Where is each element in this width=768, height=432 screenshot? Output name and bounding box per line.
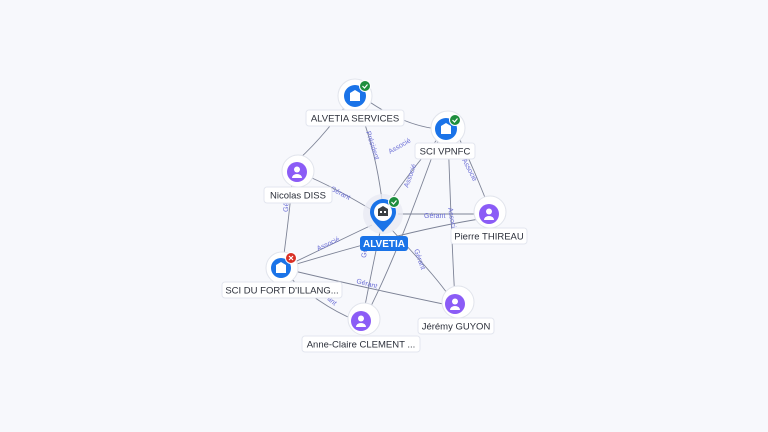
label-box <box>450 227 528 245</box>
person-body <box>484 216 494 220</box>
person-body <box>356 323 366 327</box>
node-nicolas-diss[interactable]: Nicolas DISS <box>263 154 333 204</box>
building-icon <box>276 262 286 273</box>
node-label-alvetia-services: ALVETIA SERVICES <box>311 114 399 125</box>
active-badge-icon <box>388 196 400 208</box>
node-label-sci-vpnfc: SCI VPNFC <box>420 147 471 158</box>
edge-label-president: Président <box>364 130 380 160</box>
center-label-box <box>360 236 408 251</box>
person-head <box>294 166 300 173</box>
edge-label-associe-2: Associé <box>403 163 418 189</box>
node-label-anne-claire: Anne-Claire CLEMENT ... <box>307 340 416 351</box>
check-icon <box>452 118 458 123</box>
node-label-alvetia: ALVETIA <box>363 239 405 250</box>
active-badge-icon <box>449 114 461 126</box>
building-icon <box>378 206 388 216</box>
edge-label-associe-3: Associé <box>460 158 478 183</box>
node-sci-du-fort[interactable]: SCI DU FORT D'ILLANG... <box>221 251 343 299</box>
node-alvetia-services[interactable]: ALVETIA SERVICES <box>305 78 405 127</box>
edge-nicolas-services <box>297 99 351 161</box>
edge-label-associe-4: Associé <box>446 207 457 232</box>
person-head <box>486 208 492 215</box>
edge-label-gerant-5: Gérant <box>412 248 426 271</box>
building-icon <box>350 90 360 101</box>
label-box <box>301 335 421 353</box>
node-sci-vpnfc[interactable]: SCI VPNFC <box>414 110 476 160</box>
close-icon <box>288 255 294 261</box>
person-body <box>292 174 302 178</box>
check-icon <box>391 200 397 205</box>
edge-label-gerant-6: Gérant <box>355 278 378 290</box>
person-head <box>452 298 458 305</box>
edge-jeremy-sci-fort <box>289 269 449 306</box>
label-box <box>221 281 343 299</box>
edge-label-associe-5: Associé <box>316 236 341 253</box>
building-icon <box>441 123 451 134</box>
person-head <box>358 315 364 322</box>
label-box <box>417 317 495 335</box>
edge-label-gerant-2: Gérant <box>424 213 445 220</box>
label-box <box>263 186 333 204</box>
node-label-pierre: Pierre THIREAU <box>454 232 524 243</box>
active-badge-icon <box>359 80 371 92</box>
node-alvetia-center[interactable]: ALVETIA <box>360 194 408 251</box>
label-box <box>305 109 405 127</box>
node-label-sci-fort: SCI DU FORT D'ILLANG... <box>225 286 338 297</box>
person-body <box>450 306 460 310</box>
label-box <box>414 142 476 160</box>
node-label-jeremy: Jérémy GUYON <box>422 322 491 333</box>
node-anne-claire-clement[interactable]: Anne-Claire CLEMENT ... <box>301 302 421 353</box>
check-icon <box>362 84 368 89</box>
edge-label-associe-1: Associé <box>388 137 413 155</box>
edge-labels: Président Associé Gérant Associé Associé… <box>283 130 478 307</box>
node-label-nicolas: Nicolas DISS <box>270 191 326 202</box>
node-pierre-thireau[interactable]: Pierre THIREAU <box>450 195 528 245</box>
node-jeremy-guyon[interactable]: Jérémy GUYON <box>417 285 495 335</box>
